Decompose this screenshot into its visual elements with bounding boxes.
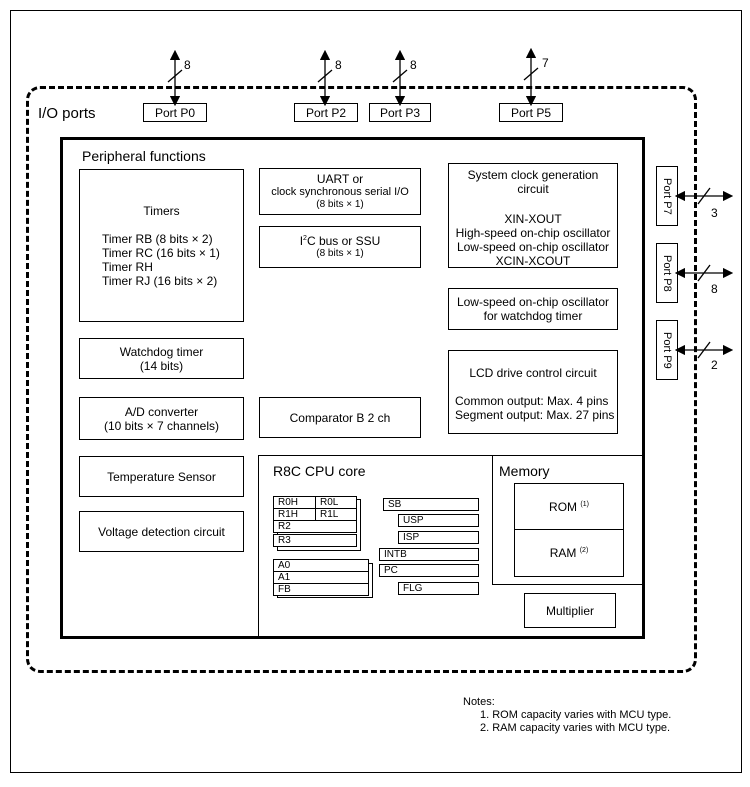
comparator-block: Comparator B 2 ch bbox=[259, 397, 421, 438]
peripheral-title: Peripheral functions bbox=[82, 148, 206, 164]
port-p0-bits: 8 bbox=[184, 58, 191, 72]
reg-sb: SB bbox=[383, 498, 479, 511]
port-p8: Port P8 bbox=[656, 243, 678, 303]
reg-usp: USP bbox=[398, 514, 479, 527]
slash-p8 bbox=[697, 264, 711, 282]
notes: Notes: 1. ROM capacity varies with MCU t… bbox=[463, 696, 671, 735]
watchdog-timer-block: Watchdog timer (14 bits) bbox=[79, 338, 244, 379]
uart-block: UART or clock synchronous serial I/O (8 … bbox=[259, 168, 421, 215]
port-p3: Port P3 bbox=[369, 103, 431, 122]
reg-fb: FB bbox=[273, 583, 369, 596]
timers-list: Timer RB (8 bits × 2) Timer RC (16 bits … bbox=[102, 232, 220, 288]
note-1: 1. ROM capacity varies with MCU type. bbox=[480, 709, 672, 721]
reg-pc: PC bbox=[379, 564, 479, 577]
system-clock-block: System clock generation circuit XIN-XOUT… bbox=[448, 163, 618, 268]
port-p7-bits: 3 bbox=[711, 206, 718, 220]
memory-region bbox=[492, 455, 644, 585]
port-p2: Port P2 bbox=[294, 103, 358, 122]
memory-title: Memory bbox=[499, 463, 550, 479]
cpu-core-title: R8C CPU core bbox=[273, 463, 366, 479]
port-p2-bits: 8 bbox=[335, 58, 342, 72]
timer-rb: Timer RB (8 bits × 2) bbox=[102, 232, 213, 246]
timers-block: Timers Timer RB (8 bits × 2) Timer RC (1… bbox=[79, 169, 244, 322]
slash-p7 bbox=[697, 187, 711, 205]
slash-p2 bbox=[317, 69, 333, 83]
voltage-detection-block: Voltage detection circuit bbox=[79, 511, 244, 552]
rom-cell: ROM (1) bbox=[515, 484, 623, 530]
port-p8-bits: 8 bbox=[711, 282, 718, 296]
reg-r0l: R0L bbox=[315, 496, 357, 509]
memory-block: ROM (1) RAM (2) bbox=[514, 483, 624, 577]
multiplier-block: Multiplier bbox=[524, 593, 616, 628]
i2c-block: I2C bus or SSU (8 bits × 1) bbox=[259, 226, 421, 268]
cpu-memory-divider-top bbox=[258, 455, 644, 456]
timer-rj: Timer RJ (16 bits × 2) bbox=[102, 274, 218, 288]
io-ports-boundary bbox=[26, 86, 697, 673]
reg-r2: R2 bbox=[273, 520, 357, 533]
temperature-sensor-block: Temperature Sensor bbox=[79, 456, 244, 497]
peripheral-block bbox=[60, 137, 645, 639]
system-clock-sources: XIN-XOUT High-speed on-chip oscillator L… bbox=[455, 212, 611, 268]
notes-title: Notes: bbox=[463, 696, 495, 708]
cpu-left-divider bbox=[258, 455, 259, 638]
timer-rc: Timer RC (16 bits × 1) bbox=[102, 246, 220, 260]
reg-isp: ISP bbox=[398, 531, 479, 544]
low-speed-oscillator-block: Low-speed on-chip oscillator for watchdo… bbox=[448, 288, 618, 330]
port-p9: Port P9 bbox=[656, 320, 678, 380]
reg-r3: R3 bbox=[273, 534, 357, 547]
port-p9-bits: 2 bbox=[711, 358, 718, 372]
lcd-outputs: Common output: Max. 4 pins Segment outpu… bbox=[455, 394, 615, 422]
timer-rh: Timer RH bbox=[102, 260, 153, 274]
ad-converter-block: A/D converter (10 bits × 7 channels) bbox=[79, 397, 244, 440]
outer-frame bbox=[10, 10, 742, 773]
timers-title: Timers bbox=[143, 204, 180, 218]
lcd-title: LCD drive control circuit bbox=[469, 366, 597, 380]
reg-intb: INTB bbox=[379, 548, 479, 561]
lcd-drive-block: LCD drive control circuit Common output:… bbox=[448, 350, 618, 434]
system-clock-title: System clock generation circuit bbox=[467, 168, 599, 196]
ram-cell: RAM (2) bbox=[549, 546, 589, 560]
port-p3-bits: 8 bbox=[410, 58, 417, 72]
port-p5-bits: 7 bbox=[542, 56, 549, 70]
slash-p9 bbox=[697, 341, 711, 359]
slash-p0 bbox=[167, 69, 183, 83]
note-2: 2. RAM capacity varies with MCU type. bbox=[480, 722, 671, 734]
slash-p5 bbox=[523, 67, 539, 81]
reg-flg: FLG bbox=[398, 582, 479, 595]
slash-p3 bbox=[392, 69, 408, 83]
io-ports-label: I/O ports bbox=[38, 105, 96, 122]
